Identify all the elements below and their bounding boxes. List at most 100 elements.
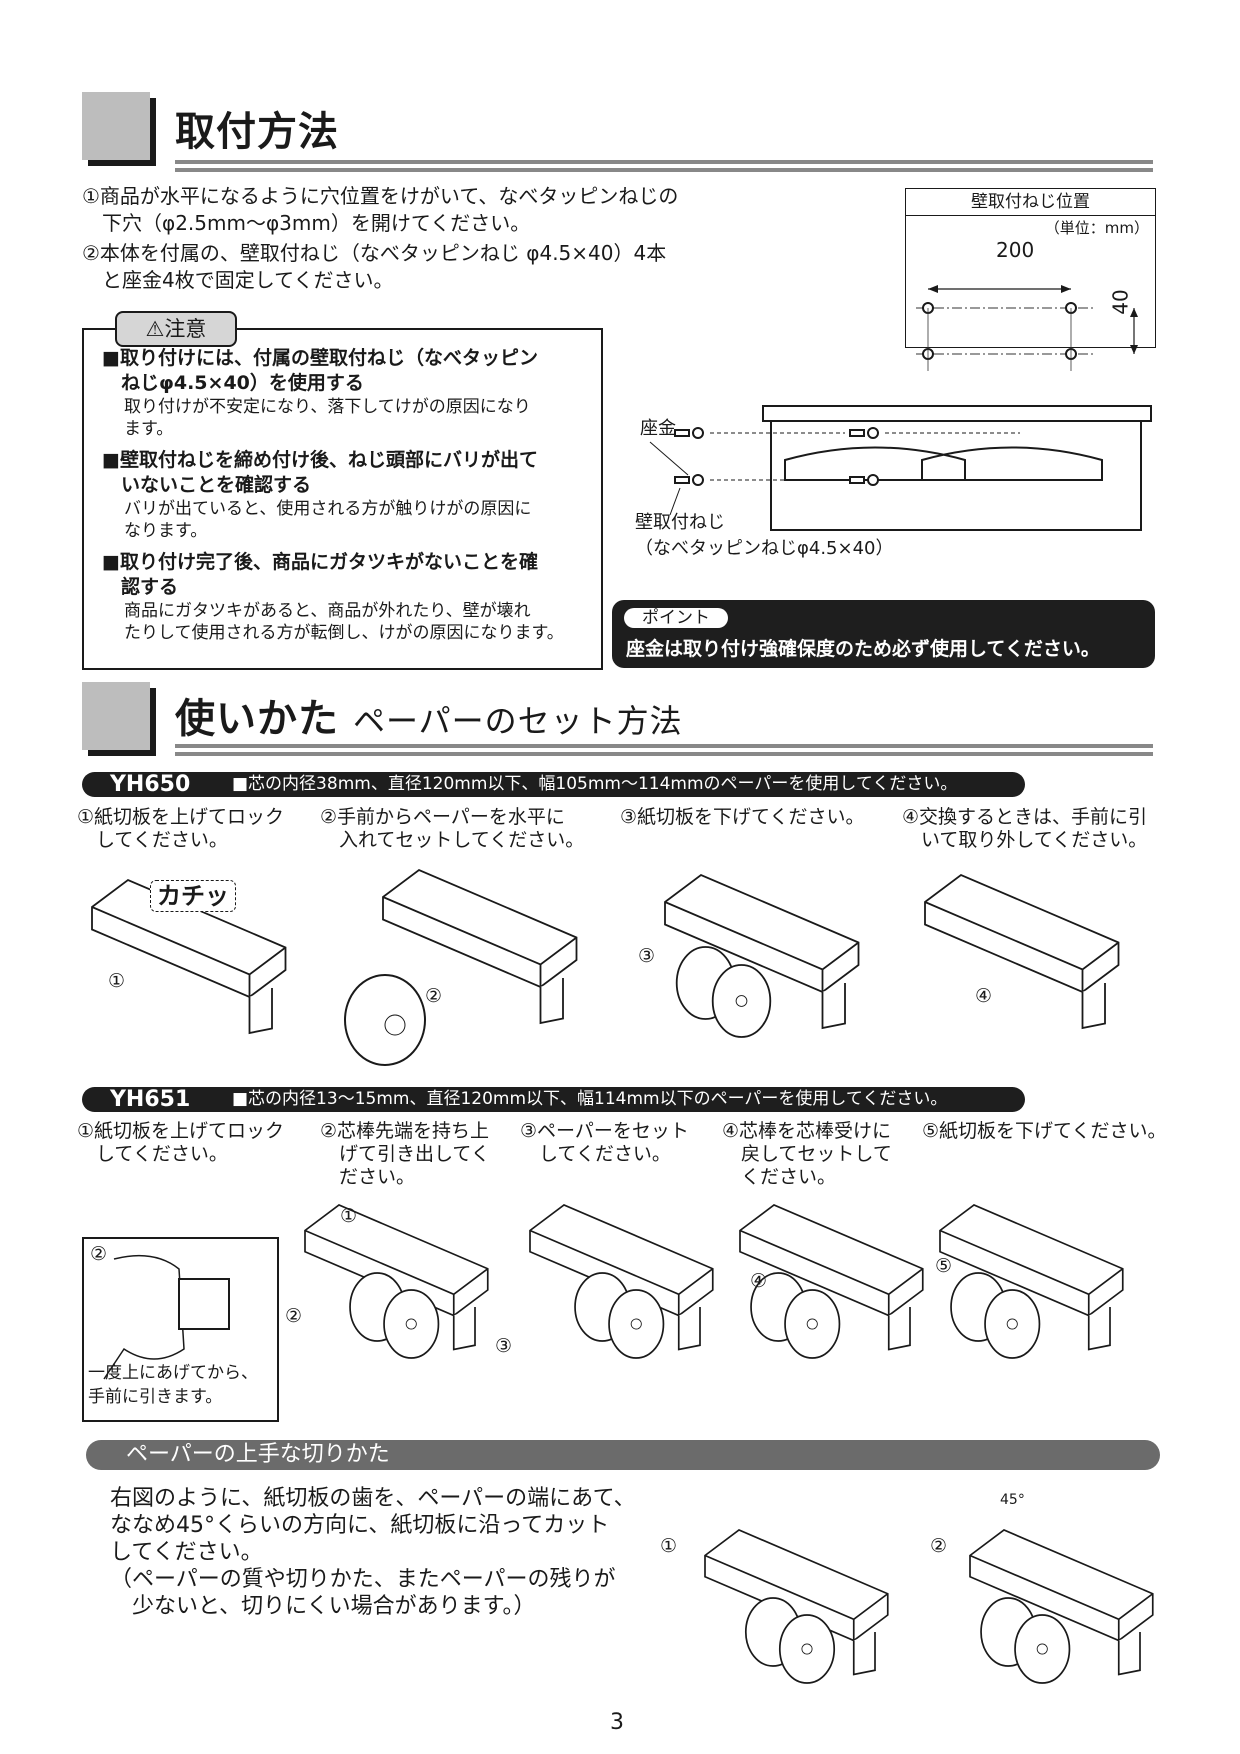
figure-number: ② (425, 985, 443, 1007)
text-line: たりして使用される方が転倒し、けがの原因になります。 (124, 623, 564, 643)
text-line: ⑤紙切板を下げてください。 (922, 1120, 1167, 1142)
caution-body: 取り付けが不安定になり、落下してけがの原因になります。 (124, 396, 592, 440)
yh651-step-2: ②芯棒先端を持ち上 げて引き出してく ださい。 (320, 1120, 490, 1189)
text-line: 一度上にあげてから、 (88, 1363, 258, 1383)
caution-body: バリが出ていると、使用される方が触りけがの原因になります。 (124, 498, 592, 542)
yh650-step-3: ③紙切板を下げてください。 (620, 806, 864, 829)
page-number: 3 (610, 1710, 624, 1735)
text-line: 認する (102, 576, 179, 598)
figure-number: ④ (975, 985, 993, 1007)
text-line: （ペーパーの質や切りかた、またペーパーの残りが (110, 1567, 616, 1592)
usage-title: 使いかたペーパーのセット方法 (175, 695, 683, 745)
text-line: してください。 (520, 1143, 671, 1165)
point-tag: ポイント (624, 608, 728, 628)
text-line: ②芯棒先端を持ち上 (320, 1120, 490, 1142)
cutting-illustrations (704, 1529, 1154, 1684)
install-title: 取付方法 (175, 109, 339, 155)
figure-number: ④ (750, 1270, 768, 1292)
figure-number: ⑤ (935, 1255, 953, 1277)
text-line: 下穴（φ2.5mm～φ3mm）を開けてください。 (82, 211, 531, 235)
model-name: YH651 (110, 1087, 191, 1112)
figure-number: ③ (638, 945, 656, 967)
model-bar-yh650: YH650 ■芯の内径38mm、直径120mm以下、幅105mm～114mmのペ… (82, 772, 1025, 797)
holder-illustration (739, 1204, 924, 1359)
install-step-1: ①商品が水平になるように穴位置をけがいて、なべタッピンねじの 下穴（φ2.5mm… (82, 183, 678, 237)
point-message: 座金は取り付け強確保度のため必ず使用してください。 (626, 638, 1100, 660)
holder-illustration (924, 873, 1120, 1030)
text-line: ③紙切板を下げてください。 (620, 806, 865, 828)
caution-heading: ■取り付け完了後、商品にガタツキがないことを確 認する (102, 550, 592, 600)
text-line: いて取り外してください。 (902, 829, 1148, 851)
text-line: ねじφ4.5×40）を使用する (102, 372, 364, 394)
caution-item: ■取り付け完了後、商品にガタツキがないことを確 認する 商品にガタツキがあると、… (102, 550, 592, 644)
caution-heading: ■取り付けには、付属の壁取付ねじ（なべタッピン ねじφ4.5×40）を使用する (102, 346, 592, 396)
text-line: 入れてセットしてください。 (320, 829, 585, 851)
text-line: ④交換するときは、手前に引 (902, 806, 1148, 828)
text-line: ななめ45°くらいの方向に、紙切板に沿ってカット (110, 1513, 610, 1538)
text-line: ■壁取付ねじを締め付け後、ねじ頭部にバリが出て (102, 449, 538, 471)
figure-number: ③ (495, 1335, 513, 1357)
text-line: げて引き出してく (320, 1143, 490, 1165)
hand-illustration (103, 1254, 230, 1380)
figure-number: ② (285, 1305, 303, 1327)
yh651-step-4: ④芯棒を芯棒受けに 戻してセットして ください。 (722, 1120, 892, 1189)
text-line: ます。 (124, 419, 174, 439)
text-line: 商品にガタツキがあると、商品が外れたり、壁が壊れ (124, 601, 531, 621)
text-line: してください。 (110, 1540, 263, 1565)
text-line: いないことを確認する (102, 474, 312, 496)
text-line: 戻してセットして (722, 1143, 892, 1165)
section-marker (82, 682, 150, 750)
screw-position-box: 壁取付ねじ位置 （単位：mm） 200 40 (905, 188, 1156, 371)
screw-label: 壁取付ねじ (635, 512, 725, 533)
screw-hole-diagram (916, 285, 1138, 371)
text-line: ③ペーパーをセット (520, 1120, 689, 1142)
text-line: 右図のように、紙切板の歯を、ペーパーの端にあて、 (110, 1486, 636, 1511)
angle-label: 45° (1000, 1492, 1025, 1508)
text-line: 取り付けが不安定になり、落下してけがの原因になり (124, 397, 531, 417)
install-step-2: ②本体を付属の、壁取付ねじ（なべタッピンねじ φ4.5×40）4本 と座金4枚で… (82, 240, 666, 294)
text-line: ■取り付け完了後、商品にガタツキがないことを確 (102, 551, 538, 573)
click-sound-label: カチッ (150, 880, 236, 912)
text-line: 少ないと、切りにくい場合があります。） (110, 1594, 536, 1619)
model-spec: ■芯の内径13～15mm、直径120mm以下、幅114mm以下のペーパーを使用し… (232, 1089, 948, 1109)
holder-illustration (304, 1204, 489, 1359)
yh650-step-4: ④交換するときは、手前に引 いて取り外してください。 (902, 806, 1147, 852)
inset-note: 一度上にあげてから、手前に引きます。 (88, 1361, 258, 1409)
yh650-illustrations (91, 868, 1120, 1066)
caution-heading: ■壁取付ねじを締め付け後、ねじ頭部にバリが出て いないことを確認する (102, 448, 592, 498)
caution-item: ■取り付けには、付属の壁取付ねじ（なべタッピン ねじφ4.5×40）を使用する … (102, 346, 592, 440)
washer-label: 座金 (640, 418, 676, 439)
divider (175, 160, 1153, 164)
text-line: ②本体を付属の、壁取付ねじ（なべタッピンねじ φ4.5×40）4本 (82, 241, 667, 265)
holder-illustration (664, 873, 860, 1038)
screw-spec: （なべタッピンねじφ4.5×40） (635, 538, 894, 559)
holder-illustration (704, 1529, 889, 1684)
divider (175, 752, 1153, 756)
text-line: と座金4枚で固定してください。 (82, 268, 394, 292)
holder-illustration (969, 1529, 1154, 1684)
unit-label: （単位：mm） (1044, 219, 1149, 237)
figure-number: ② (930, 1535, 948, 1557)
holder-illustration (529, 1204, 714, 1359)
yh651-step-5: ⑤紙切板を下げてください。 (922, 1120, 1166, 1143)
text-line: してください。 (77, 1143, 228, 1165)
text-line: ■取り付けには、付属の壁取付ねじ（なべタッピン (102, 347, 538, 369)
text-line: ください。 (722, 1166, 837, 1188)
text-line: ①商品が水平になるように穴位置をけがいて、なべタッピンねじの (82, 184, 679, 208)
usage-subtitle: ペーパーのセット方法 (353, 702, 683, 740)
caution-item: ■壁取付ねじを締め付け後、ねじ頭部にバリが出て いないことを確認する バリが出て… (102, 448, 592, 542)
text-line: ①紙切板を上げてロック (77, 1120, 285, 1142)
divider (175, 744, 1153, 748)
point-box: ポイント 座金は取り付け強確保度のため必ず使用してください。 (612, 600, 1155, 668)
text-line: ②手前からペーパーを水平に (320, 806, 565, 828)
model-spec: ■芯の内径38mm、直径120mm以下、幅105mm～114mmのペーパーを使用… (232, 774, 958, 794)
cutting-instructions: 右図のように、紙切板の歯を、ペーパーの端にあて、ななめ45°くらいの方向に、紙切… (110, 1485, 636, 1620)
holder-illustration (91, 878, 287, 1035)
paper-roll (344, 974, 426, 1066)
divider (175, 168, 1153, 172)
text-line: ①紙切板を上げてロック (77, 806, 285, 828)
yh650-step-2: ②手前からペーパーを水平に 入れてセットしてください。 (320, 806, 584, 852)
caution-box: ■取り付けには、付属の壁取付ねじ（なべタッピン ねじφ4.5×40）を使用する … (82, 328, 603, 670)
usage-title-text: 使いかた (175, 696, 339, 742)
